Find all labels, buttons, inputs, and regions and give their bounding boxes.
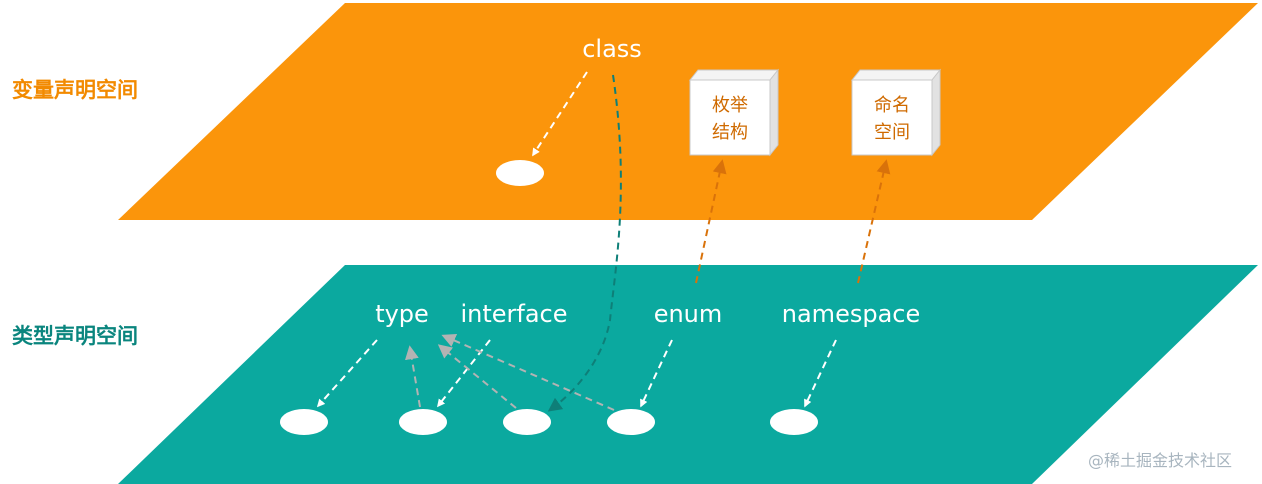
class-keyword: class	[582, 35, 642, 63]
class-to-type-node-curve	[547, 74, 622, 412]
node-to-interface-arrow-2	[441, 334, 615, 411]
variable-declaration-plane	[118, 3, 1258, 220]
watermark: @稀土掘金技术社区	[1088, 451, 1233, 470]
enum-to-enum-box-arrow	[695, 159, 727, 284]
variable-symbol-node	[496, 160, 544, 186]
namespace-to-node-arrow	[804, 339, 837, 408]
namespace-keyword: namespace	[782, 300, 920, 328]
type-symbol-node-3	[503, 409, 551, 435]
node-to-type-arrow	[404, 345, 421, 408]
type-to-node-arrow	[316, 339, 378, 408]
node-to-interface-arrow-1	[437, 344, 517, 409]
type-symbol-node-1	[280, 409, 328, 435]
variable-space-label: 变量声明空间	[12, 78, 138, 102]
namespace-box-line2: 空间	[874, 122, 910, 143]
type-symbol-node-5	[770, 409, 818, 435]
enum-to-node-arrow	[640, 339, 673, 408]
interface-to-node-arrow	[437, 339, 491, 408]
type-symbol-node-4	[607, 409, 655, 435]
class-to-value-arrow	[532, 71, 588, 157]
namespace-box: 命名 空间	[850, 68, 942, 157]
enum-struct-box-line1: 枚举	[712, 95, 748, 116]
enum-struct-box-line2: 结构	[712, 122, 748, 143]
namespace-to-namespace-box-arrow	[857, 159, 891, 284]
interface-keyword: interface	[460, 300, 567, 328]
type-space-label: 类型声明空间	[12, 324, 138, 348]
type-keyword: type	[375, 300, 429, 328]
namespace-box-line1: 命名	[874, 95, 910, 116]
type-declaration-plane	[118, 265, 1258, 484]
enum-struct-box: 枚举 结构	[688, 68, 780, 157]
type-symbol-node-2	[399, 409, 447, 435]
enum-keyword: enum	[654, 300, 723, 328]
